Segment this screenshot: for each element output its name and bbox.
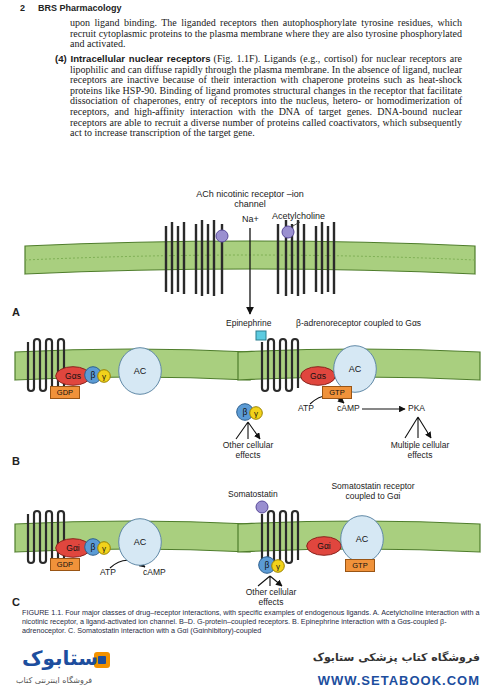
node-label: γ — [102, 544, 106, 553]
acetylcholine-ligand — [216, 230, 228, 242]
effect-label: Other cellular effects — [220, 441, 276, 461]
effect-arrows — [236, 422, 260, 439]
nucleotide-box: GTP — [345, 559, 375, 572]
reaction-arrow — [362, 408, 405, 409]
node-shape — [341, 516, 384, 563]
adenylyl-cyclase: AC — [340, 515, 384, 563]
receptor-helices — [28, 339, 64, 391]
leader-line — [291, 222, 300, 227]
node-label: β — [265, 560, 270, 570]
molecule-label: cAMP — [337, 404, 360, 414]
node-label: GDP — [57, 560, 73, 569]
body-paragraph: upon ligand binding. The liganded recept… — [70, 18, 462, 50]
effect-label: Other cellular effects — [243, 588, 299, 608]
node-shape — [119, 519, 162, 566]
node-shape — [250, 407, 263, 420]
somatostatin-ligand — [256, 501, 268, 513]
node-shape — [98, 370, 111, 383]
node-shape — [98, 542, 111, 555]
node-label: Gαs — [65, 371, 81, 381]
effect-label: Multiple cellular effects — [390, 441, 450, 461]
node-label: AC — [134, 366, 147, 376]
body-text: (Fig. 1.1F). Ligands (e.g., cortisol) fo… — [70, 53, 462, 138]
molecule-label: ATP — [100, 568, 116, 578]
ligand-label: Somatostatin — [228, 490, 278, 500]
node-label: AC — [349, 364, 362, 374]
section-heading: (4) Intracellular nuclear receptors — [55, 53, 211, 64]
node-label: γ — [254, 409, 258, 418]
effect-arrows — [258, 576, 282, 586]
node-label: AC — [134, 537, 147, 547]
receptor-label: β-adrenoreceptor coupled to Gαs — [296, 319, 421, 329]
logo-mark — [98, 656, 106, 664]
molecule-label: cAMP — [143, 568, 166, 578]
nucleotide-box: GTP — [322, 386, 352, 399]
receptor-helices — [262, 339, 298, 391]
node-label: β — [243, 407, 248, 417]
g-gamma-subunit: γ — [97, 369, 111, 383]
watermark-text: فروشگاه اینترنتی کتاب — [16, 676, 92, 685]
receptor-label: Somatostatin receptor coupled to Gαi — [318, 482, 428, 502]
node-label: γ — [276, 562, 280, 571]
adenylyl-cyclase: AC — [118, 347, 162, 395]
node-label: Gαi — [317, 541, 330, 551]
ligand-label: Acetylcholine — [272, 211, 325, 221]
node-shape — [119, 348, 162, 395]
body-text: upon ligand binding. The liganded recept… — [70, 17, 462, 49]
panel-letter: B — [12, 455, 20, 468]
nucleotide-box: GDP — [50, 558, 80, 571]
adenylyl-cyclase: AC — [118, 518, 162, 566]
panel-letter: C — [12, 596, 20, 609]
node-label: Gαi — [66, 543, 79, 553]
node-shape — [307, 537, 342, 556]
watermark-logo: ستابوک — [22, 647, 98, 670]
acetylcholine-ligand — [282, 226, 294, 238]
g-alpha-subunit: Gαs — [300, 366, 336, 386]
watermark-url: WWW.SETABOOK.COM — [290, 674, 480, 689]
node-label: GDP — [57, 388, 73, 397]
watermark-text: فروشگاه کتاب پزشکی ستابوک — [290, 652, 480, 665]
ion-flow-arrow — [249, 228, 250, 314]
ion-label: Na+ — [242, 214, 259, 224]
panel-letter: A — [12, 306, 20, 319]
ligand-label: Epinephrine — [226, 319, 271, 329]
g-alpha-subunit: Gαi — [306, 536, 342, 556]
node-label: GTP — [352, 561, 367, 570]
node-label: γ — [102, 372, 106, 381]
node-shape — [272, 560, 285, 573]
receptor-helices — [262, 511, 298, 563]
watermark-band — [0, 643, 500, 700]
molecule-label: ATP — [298, 404, 314, 414]
node-label: β — [91, 370, 96, 380]
page-number: 2 — [20, 3, 25, 13]
effect-arrows — [405, 417, 431, 438]
node-label: β — [91, 542, 96, 552]
figure-caption: FIGURE 1.1. Four major classes of drug–r… — [22, 608, 480, 635]
g-gamma-subunit: γ — [97, 541, 111, 555]
body-paragraph: (4) Intracellular nuclear receptors(Fig.… — [70, 54, 462, 139]
node-label: Gαs — [310, 371, 326, 381]
running-head: BRS Pharmacology — [38, 3, 122, 13]
g-gamma-subunit: γ — [249, 406, 263, 420]
receptor-label: ACh nicotinic receptor –ion channel — [195, 189, 305, 210]
nucleotide-box: GDP — [50, 386, 80, 399]
receptor-helices — [28, 511, 64, 563]
node-label: GTP — [329, 388, 344, 397]
molecule-label: PKA — [408, 404, 425, 414]
node-shape — [301, 367, 336, 386]
epinephrine-ligand — [256, 331, 266, 340]
g-gamma-subunit: γ — [271, 559, 285, 573]
node-label: AC — [356, 534, 369, 544]
